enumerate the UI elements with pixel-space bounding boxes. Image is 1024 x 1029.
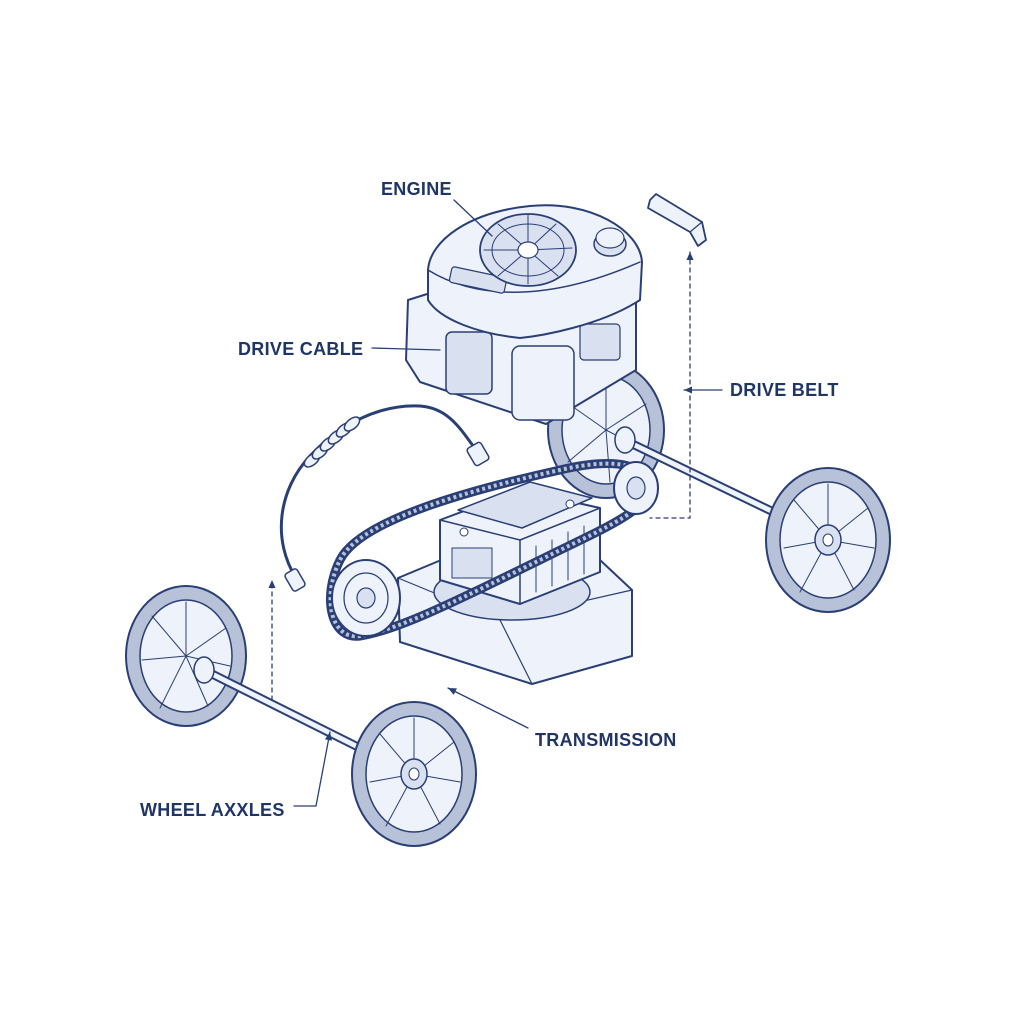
front-axle-assembly [125, 585, 477, 847]
wheel-rear-right [765, 467, 891, 613]
engine-unit [405, 204, 643, 425]
wheel-front-right [351, 701, 477, 847]
drive-belt-loop [325, 459, 659, 641]
rear-axle-assembly [547, 361, 891, 613]
transmission-gearbox [439, 481, 601, 605]
bracket-part [647, 193, 707, 247]
label-wheel-axles: WHEEL AXXLES [140, 800, 285, 820]
label-drive-belt: DRIVE BELT [730, 380, 839, 400]
wheel-front-left [125, 585, 247, 727]
label-engine: ENGINE [381, 179, 452, 199]
drive-cable-part [279, 404, 490, 592]
leader-lines [268, 199, 723, 807]
label-transmission: TRANSMISSION [535, 730, 677, 750]
label-drive-cable: DRIVE CABLE [238, 339, 364, 359]
